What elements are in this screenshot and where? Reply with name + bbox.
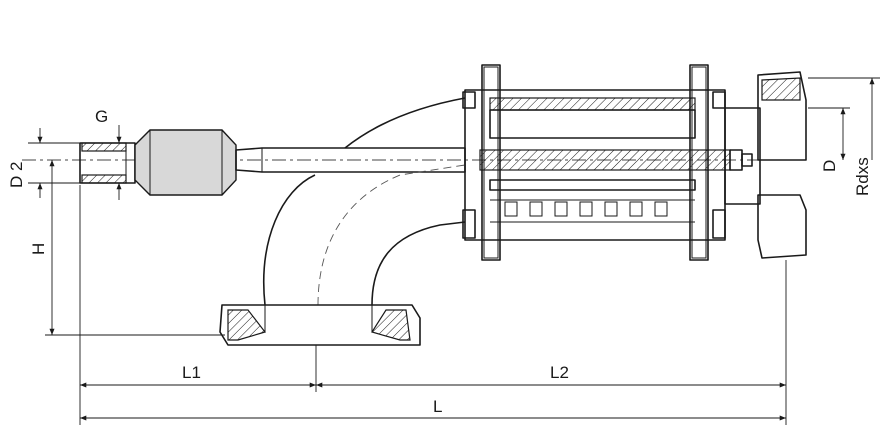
label-d2: D 2 [7,162,26,188]
bolts [462,91,753,239]
label-h: H [29,243,48,255]
label-l: L [433,397,442,416]
hex-body [134,129,237,196]
label-d: D [820,160,839,172]
label-rdxs: Rdxs [853,157,872,196]
sensor-housing [464,89,731,241]
label-g: G [95,107,108,126]
elbow-pipe [263,97,466,306]
dim-rdxs: Rdxs [808,77,880,196]
dim-d: D [808,107,850,172]
dim-h: H [29,160,225,336]
dim-g: G [95,107,122,200]
right-ferrule [724,71,807,259]
threaded-nipple [79,142,136,184]
dim-length: L1 L2 L [79,185,787,425]
bottom-ferrule [219,304,421,346]
label-l1: L1 [182,363,201,382]
dim-d2: D 2 [7,128,80,198]
label-l2: L2 [550,363,569,382]
